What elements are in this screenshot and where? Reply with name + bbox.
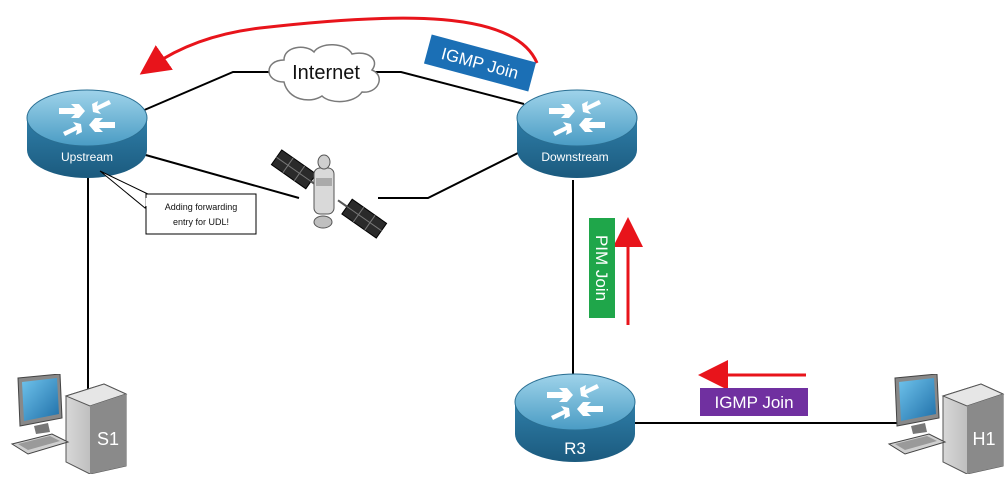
host-h1-label: H1 [972, 429, 995, 449]
router-upstream[interactable]: Upstream [26, 89, 148, 179]
arrows [139, 16, 806, 390]
link-satellite-downstream [378, 149, 525, 199]
router-r3[interactable]: R3 [514, 373, 636, 463]
computer-icon [11, 374, 127, 474]
callout-line-1: Adding forwarding [165, 202, 238, 212]
internet-label: Internet [292, 62, 360, 84]
host-s1-label: S1 [97, 429, 119, 449]
computer-icon [888, 374, 1004, 474]
router-upstream-label: Upstream [61, 150, 113, 164]
callout-line-2: entry for UDL! [173, 217, 229, 227]
satellite-icon [270, 149, 388, 239]
router-icon [26, 89, 148, 179]
callout: Adding forwarding entry for UDL! [99, 170, 257, 235]
arrow-top [139, 16, 539, 75]
internet-cloud: Internet [268, 44, 380, 103]
tag-pim-label: PIM Join [592, 235, 611, 301]
tag-igmp-bottom-label: IGMP Join [714, 393, 793, 412]
satellite [270, 149, 388, 239]
link-upstream-satellite [134, 151, 300, 199]
router-r3-label: R3 [564, 439, 586, 458]
host-s1[interactable]: S1 [11, 374, 127, 474]
tag-pim: PIM Join [589, 218, 615, 318]
link-internet-downstream [374, 71, 525, 105]
links [87, 71, 898, 424]
router-downstream[interactable]: Downstream [516, 89, 638, 179]
router-downstream-label: Downstream [541, 150, 608, 164]
callout-box [145, 193, 257, 235]
host-h1[interactable]: H1 [888, 374, 1004, 474]
router-icon [516, 89, 638, 179]
callout-pointer [99, 170, 153, 209]
link-upstream-internet [134, 71, 276, 115]
tag-igmp-bottom: IGMP Join [700, 388, 808, 416]
cloud-icon [268, 44, 380, 103]
